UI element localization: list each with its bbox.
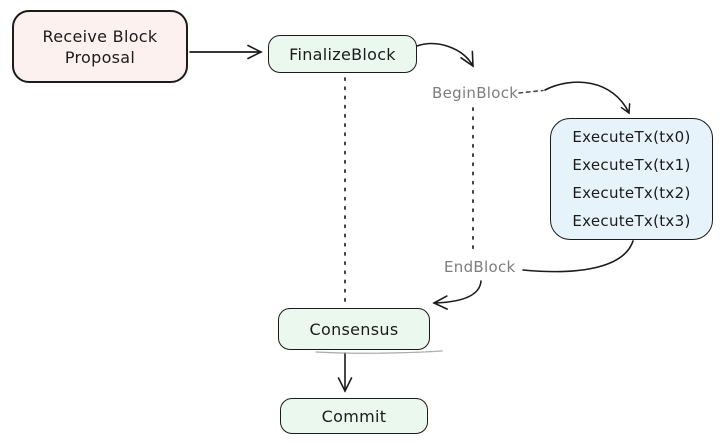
end-block-label: EndBlock [444,258,516,276]
node-receive-block-proposal-label-line2: Proposal [64,47,136,67]
node-execute-tx: ExecuteTx(tx0) ExecuteTx(tx1) ExecuteTx(… [550,118,713,240]
begin-block-label: BeginBlock [432,84,519,102]
edge-finalize-to-beginblock [416,42,474,68]
node-commit: Commit [280,398,428,434]
execute-tx-line-2: ExecuteTx(tx2) [572,184,691,202]
node-finalize-block-label: FinalizeBlock [289,44,396,64]
edge-endblock-to-consensus [432,280,482,310]
execute-tx-line-1: ExecuteTx(tx1) [572,156,691,174]
node-consensus-label: Consensus [309,319,399,339]
edge-executetx-to-endblock [522,240,634,273]
edge-beginblock-dash-segment [518,89,544,94]
edge-beginblock-to-executetx [544,81,631,115]
node-receive-block-proposal: Receive Block Proposal [12,10,188,83]
node-finalize-block: FinalizeBlock [268,35,417,73]
node-consensus: Consensus [278,308,430,350]
node-commit-label: Commit [321,406,387,426]
sketch-stroke-consensus-underline [315,350,443,354]
node-receive-block-proposal-label-line1: Receive Block [42,26,158,46]
execute-tx-line-3: ExecuteTx(tx3) [572,212,691,230]
execute-tx-line-0: ExecuteTx(tx0) [572,128,691,146]
